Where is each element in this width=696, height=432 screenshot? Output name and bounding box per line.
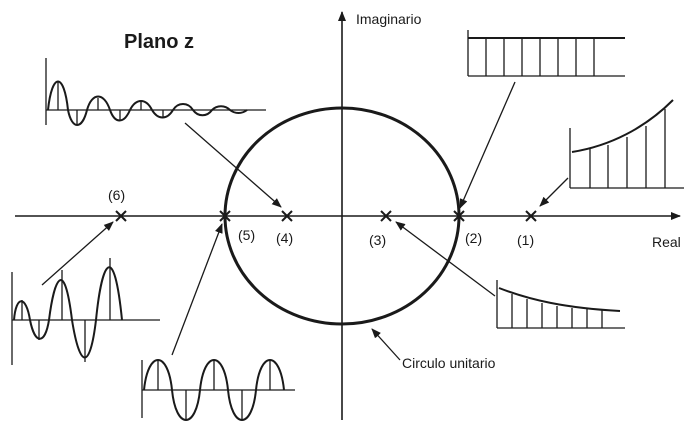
pole-label-4: (4) — [276, 230, 293, 246]
unit-circle-label: Circulo unitario — [402, 355, 496, 371]
pole-label-6: (6) — [108, 187, 125, 203]
arrow-growing-to-pole-1 — [539, 177, 569, 207]
response-decaying-oscillation — [45, 58, 266, 126]
pole-6-marker — [115, 210, 127, 222]
pole-1-marker — [525, 210, 537, 222]
pole-label-3: (3) — [369, 232, 386, 248]
pole-markers — [115, 210, 537, 222]
pole-label-2: (2) — [465, 230, 482, 246]
response-decaying — [496, 280, 625, 329]
arrow-oscillation-to-pole-4 — [184, 122, 282, 208]
pole-4-marker — [281, 210, 293, 222]
arrow-sustained-to-pole-5 — [171, 223, 223, 356]
arrow-constant-to-pole-2 — [459, 81, 516, 209]
pole-3-marker — [380, 210, 392, 222]
pole-label-1: (1) — [517, 232, 534, 248]
diagram-title: Plano z — [124, 31, 194, 53]
axes — [15, 11, 681, 420]
imaginary-axis-label: Imaginario — [356, 11, 422, 27]
unit-circle-label-arrow — [371, 328, 401, 361]
real-axis-label: Real — [652, 234, 681, 250]
arrow-growing-oscillation-to-pole-6 — [41, 221, 114, 286]
response-sustained-oscillation — [141, 359, 295, 421]
pole-2-marker — [453, 210, 465, 222]
response-growing-oscillation — [11, 258, 160, 365]
pole-5-marker — [219, 210, 231, 222]
response-constant — [467, 30, 625, 77]
arrow-decaying-to-pole-3 — [395, 221, 496, 297]
pole-label-5: (5) — [238, 227, 255, 243]
response-growing — [569, 99, 684, 189]
